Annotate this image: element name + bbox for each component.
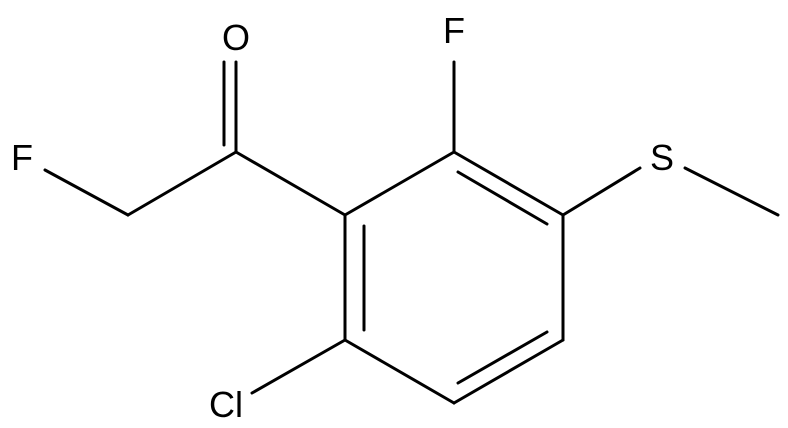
bond-f-ch2 bbox=[43, 168, 130, 217]
ring-fluorine-label: F bbox=[443, 10, 465, 51]
sulfur-label: S bbox=[650, 137, 674, 178]
ring-bond-4 bbox=[452, 338, 565, 405]
oxygen-label: O bbox=[222, 17, 250, 58]
bond-ring-s bbox=[561, 166, 642, 217]
ring-bond-2-inner bbox=[456, 170, 549, 226]
ring-bond-5 bbox=[343, 338, 456, 405]
bond-carbonyl-ring bbox=[234, 150, 347, 217]
acyl-fluorine-label: F bbox=[11, 137, 33, 178]
ring-bond-2 bbox=[452, 150, 565, 217]
bond-ring-cl bbox=[250, 338, 347, 395]
ring-bond-4-inner bbox=[456, 330, 549, 385]
chlorine-label: Cl bbox=[209, 384, 243, 425]
atom-labels: O F F S Cl bbox=[11, 10, 674, 425]
ring-bond-1 bbox=[343, 150, 456, 217]
bond-ch2-carbonyl bbox=[126, 150, 238, 217]
bond-s-methyl bbox=[683, 166, 780, 217]
bonds bbox=[43, 60, 780, 405]
